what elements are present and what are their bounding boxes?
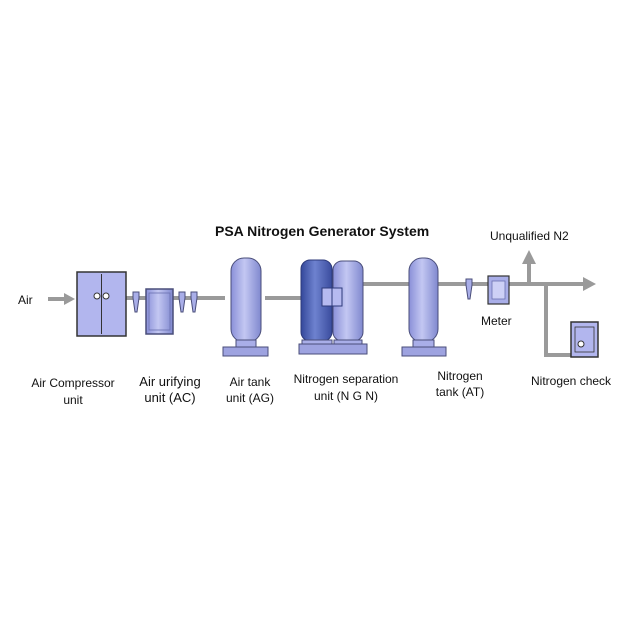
compressor-label-line1: Air Compressor [31, 376, 115, 390]
air-tank-icon [222, 257, 269, 357]
compressor-label-line2: unit [63, 393, 83, 408]
separator-label-line1: Nitrogen separation [293, 372, 399, 386]
meter-icon [487, 275, 510, 305]
compressor-label: Air Compressor unit [26, 375, 120, 410]
n2-tank-label-line2: tank (AT) [435, 384, 485, 399]
nitrogen-check-label: Nitrogen check [531, 374, 612, 388]
nitrogen-separator-icon [298, 259, 368, 355]
air-compressor-icon [76, 271, 127, 337]
air-tank-label-line2: unit (AG) [225, 391, 274, 406]
unqualified-n2-label: Unqualified N2 [490, 229, 569, 243]
main-pipeline [125, 250, 596, 357]
separator-label-line2: unit (N G N) [313, 388, 378, 403]
air-tank-label-line1: Air tank [229, 375, 271, 389]
nitrogen-check-icon [570, 321, 599, 358]
air-input-label: Air [18, 293, 33, 307]
n2-tank-label-line1: Nitrogen [437, 369, 483, 383]
filter-icon [132, 278, 473, 313]
n2-tank-label: Nitrogen tank (AT) [428, 369, 492, 400]
purifier-label: Air urifying unit (AC) [130, 374, 210, 407]
nitrogen-tank-icon [401, 257, 447, 357]
diagram-title: PSA Nitrogen Generator System [215, 223, 430, 239]
purifier-label-line1: Air urifying [139, 374, 201, 389]
separator-label: Nitrogen separation unit (N G N) [286, 371, 406, 405]
air-tank-label: Air tank unit (AG) [222, 374, 278, 406]
air-input-arrow [48, 293, 75, 305]
meter-label: Meter [481, 314, 512, 328]
air-purifier-icon [145, 288, 174, 335]
purifier-label-line2: unit (AC) [144, 390, 196, 406]
